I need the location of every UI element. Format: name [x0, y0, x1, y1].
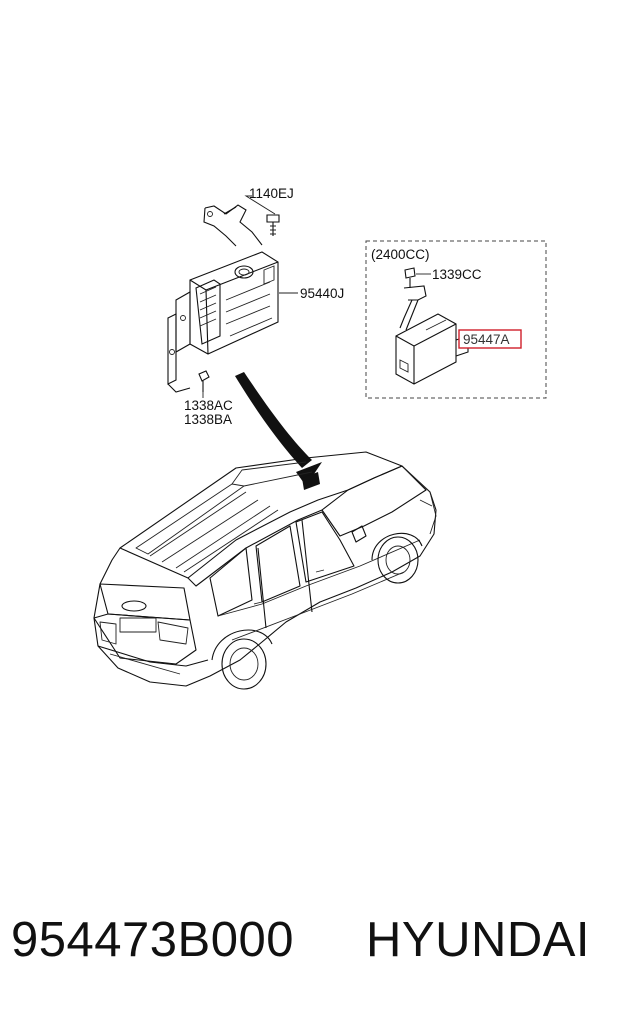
variant-label: (2400CC): [371, 247, 430, 262]
module-label: 95447A: [463, 332, 510, 347]
ecu-assembly: [167, 195, 298, 398]
bolt-icon: [266, 214, 280, 236]
brand-name: HYUNDAI: [366, 913, 591, 967]
variant-box: [365, 240, 547, 399]
part-number: 954473B000: [11, 913, 294, 967]
ecu-label: 95440J: [300, 286, 344, 301]
screw-icon: [404, 267, 416, 288]
highlight-box: [458, 329, 522, 349]
vehicle-drawing: [93, 451, 437, 690]
nut-label: 1338AC: [184, 398, 233, 413]
bolt-label: 1140EJ: [249, 186, 294, 201]
nut-alt-label: 1338BA: [184, 412, 232, 427]
nut-icon: [198, 370, 210, 392]
ecu-module: [167, 251, 279, 393]
control-module: [395, 285, 469, 385]
ecu-location-marker: [302, 472, 320, 490]
screw-label: 1339CC: [432, 267, 482, 282]
